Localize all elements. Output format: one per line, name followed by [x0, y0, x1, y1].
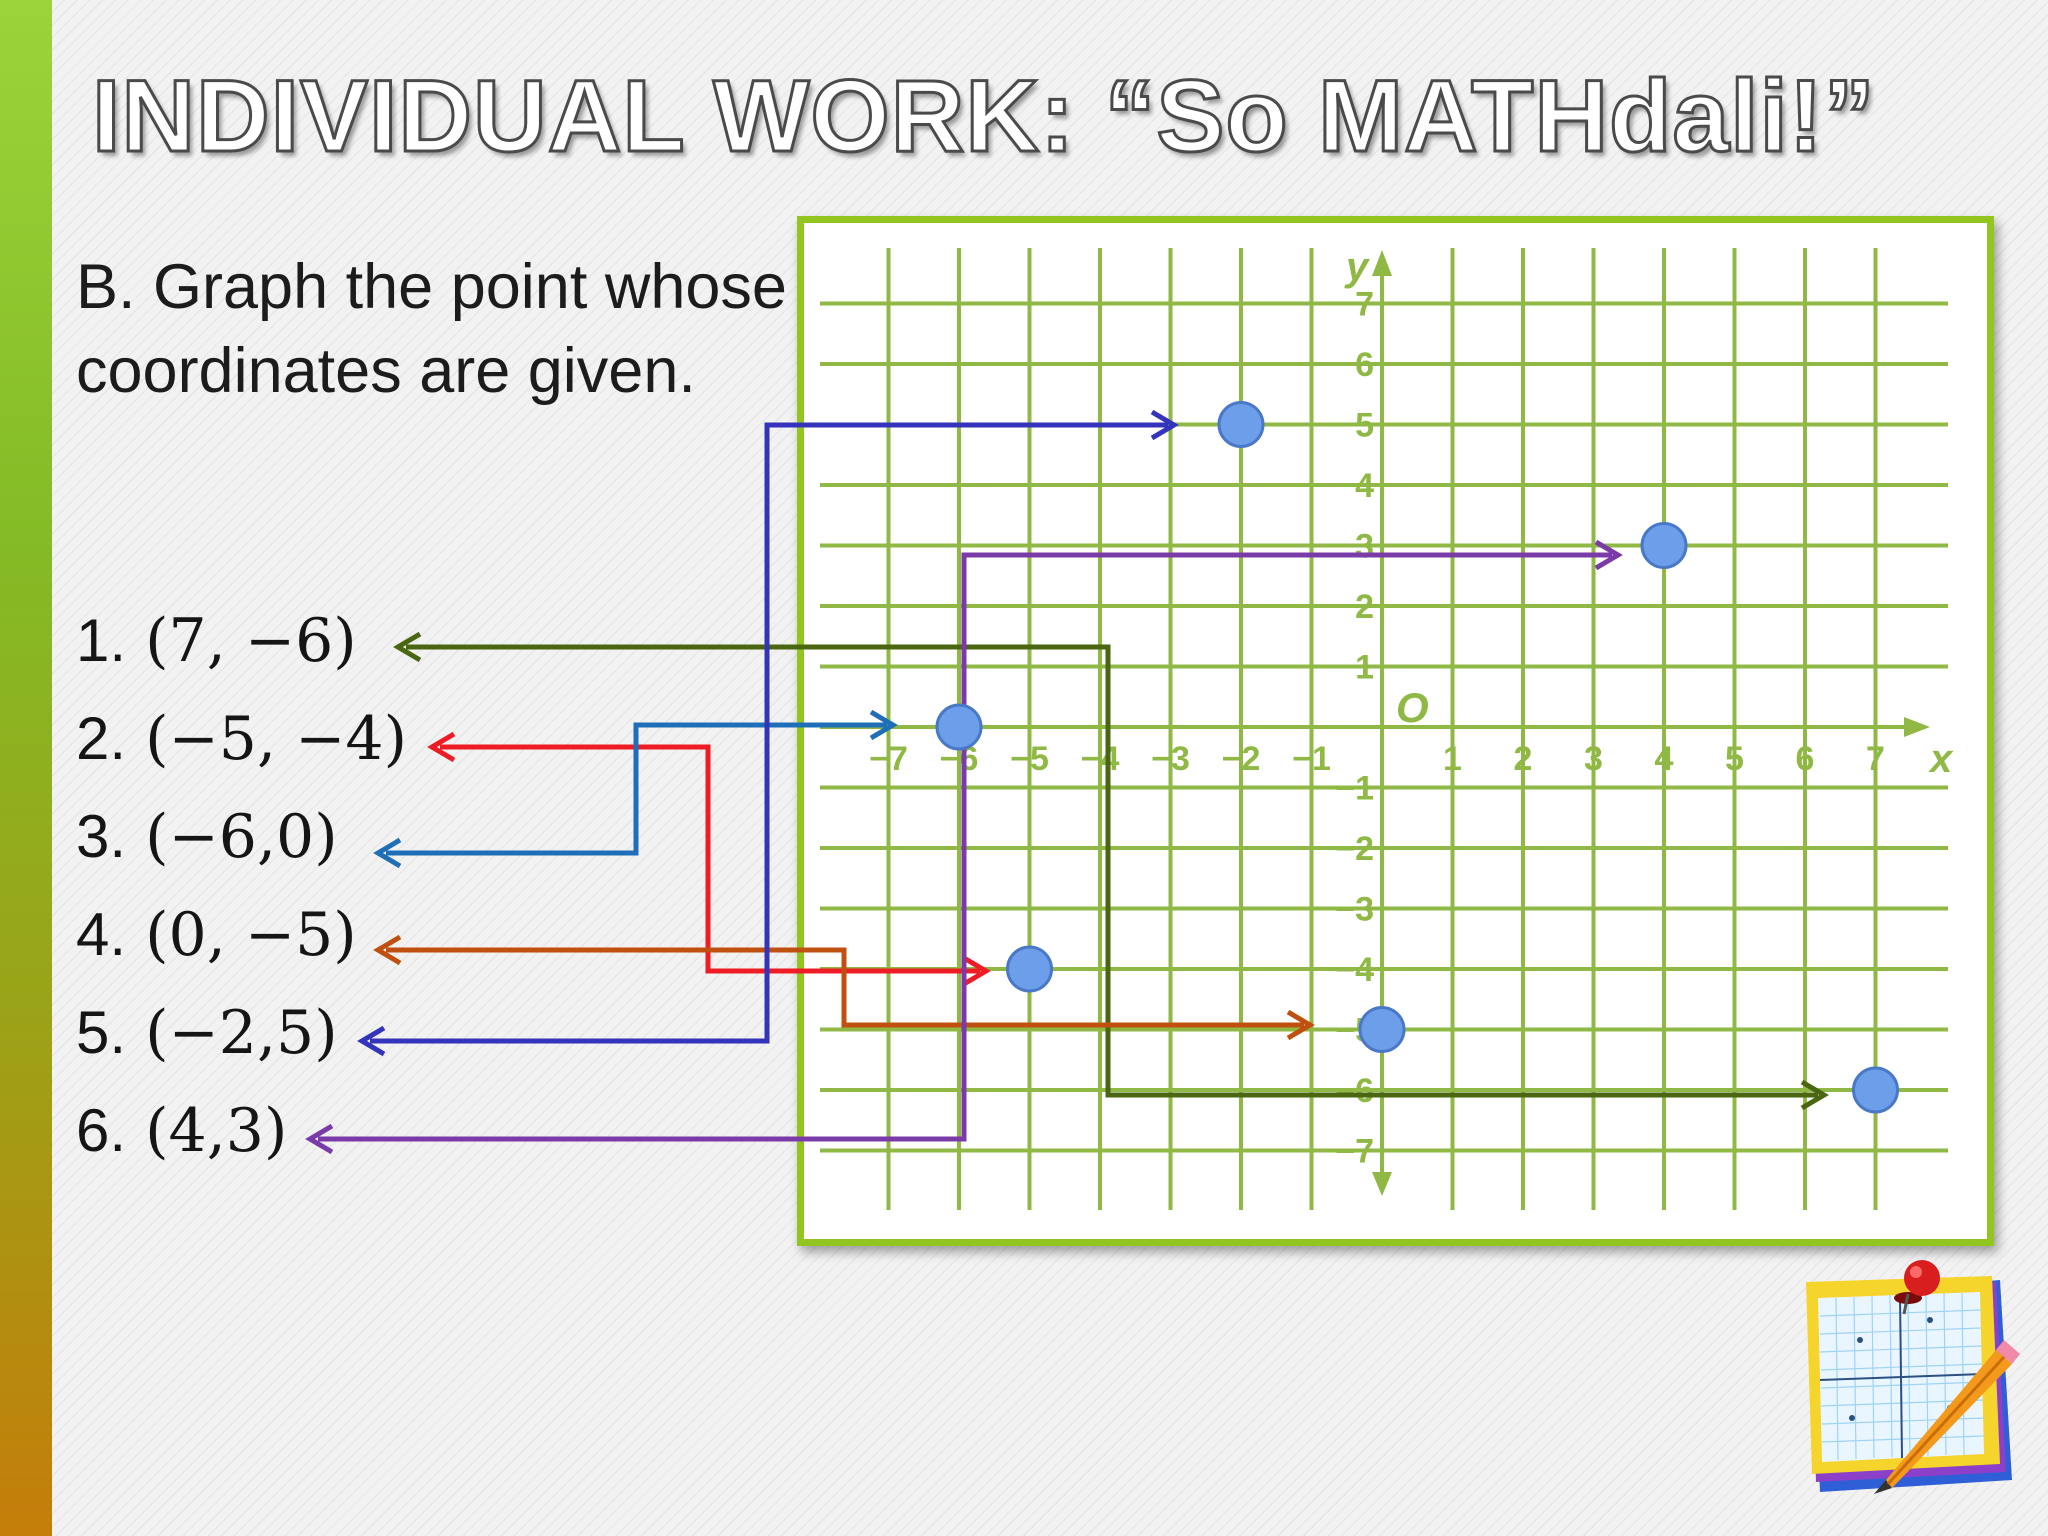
x-tick-label: 6: [1796, 740, 1815, 778]
y-tick-label: −7: [1335, 1133, 1374, 1171]
y-tick-label: −2: [1335, 830, 1374, 868]
y-tick-label: −4: [1335, 951, 1374, 989]
y-tick-label: −6: [1335, 1072, 1374, 1110]
connector-arrowhead: [305, 1123, 334, 1155]
x-tick-label: −1: [1292, 740, 1331, 778]
instruction-text: B. Graph the point whose coordinates are…: [76, 252, 787, 406]
connector-arrowhead: [962, 955, 991, 987]
x-tick-label: 3: [1584, 740, 1603, 778]
list-item: 2. (−5, −4): [76, 704, 407, 774]
x-tick-label: −5: [1010, 740, 1049, 778]
y-axis-arrowhead: [1372, 250, 1392, 276]
x-axis-label: x: [1928, 737, 1954, 781]
side-accent-bar: [0, 0, 52, 1536]
x-tick-label: 5: [1725, 740, 1744, 778]
plotted-point: [1852, 1066, 1899, 1114]
connector-arrow: [318, 552, 1612, 1142]
y-tick-label: 1: [1355, 649, 1374, 687]
x-tick-label: 7: [1866, 740, 1885, 778]
item-number: 6.: [76, 1097, 127, 1164]
y-tick-label: −1: [1335, 770, 1374, 808]
list-item: 6. (4,3): [76, 1096, 287, 1166]
y-axis-label: y: [1344, 245, 1370, 289]
connector-arrowhead: [1286, 1009, 1315, 1041]
connector-arrowhead: [373, 934, 402, 966]
connector-arrowhead: [357, 1025, 386, 1057]
connector-arrows: [305, 409, 1829, 1155]
plotted-point: [1358, 1006, 1406, 1053]
graph-paper-pencil-icon: [1806, 1260, 2020, 1494]
item-coordinates: (−5, −4): [145, 704, 407, 774]
plotted-point: [1217, 401, 1265, 448]
y-tick-label: 6: [1355, 346, 1374, 384]
plotted-points: [935, 401, 1899, 1114]
item-number: 4.: [76, 901, 127, 968]
item-number: 5.: [76, 999, 127, 1066]
x-tick-label: −7: [869, 740, 908, 778]
y-tick-label: 3: [1355, 528, 1374, 566]
item-coordinates: (4,3): [145, 1096, 288, 1166]
item-coordinates: (0, −5): [145, 900, 357, 970]
item-number: 2.: [76, 705, 127, 772]
connector-arrowhead: [1150, 409, 1179, 441]
axes: [820, 250, 1930, 1196]
list-item: 4. (0, −5): [76, 900, 357, 970]
coordinate-graph-frame: [797, 216, 1994, 1246]
connector-arrow: [386, 947, 1304, 1028]
x-tick-label: 1: [1443, 740, 1462, 778]
connector-arrowhead: [869, 709, 898, 741]
connector-arrowhead: [373, 837, 402, 869]
list-item: 3. (−6,0): [76, 802, 338, 872]
connector-arrowhead: [1800, 1079, 1829, 1111]
connector-arrow: [406, 644, 1818, 1098]
origin-label: O: [1396, 684, 1429, 731]
x-tick-label: 2: [1514, 740, 1533, 778]
item-coordinates: (−2,5): [145, 998, 338, 1068]
slide-title: INDIVIDUAL WORK: “So MATHdali!”: [91, 58, 1877, 175]
plotted-point: [1640, 522, 1688, 569]
plotted-point: [935, 703, 983, 751]
item-coordinates: (−6,0): [145, 802, 338, 872]
y-tick-label: −3: [1335, 891, 1374, 929]
y-axis-arrowhead: [1372, 1172, 1392, 1196]
y-tick-label: 5: [1355, 407, 1374, 445]
list-item: 1. (7, −6): [76, 606, 357, 676]
list-item: 5. (−2,5): [76, 998, 338, 1068]
connector-arrowhead: [1594, 539, 1623, 571]
y-tick-label: 4: [1355, 467, 1374, 505]
x-tick-label: 4: [1655, 740, 1674, 778]
x-axis-arrowhead: [1904, 717, 1930, 737]
connector-arrow: [440, 744, 980, 974]
item-number: 3.: [76, 803, 127, 870]
item-number: 1.: [76, 607, 127, 674]
y-tick-label: 2: [1355, 588, 1374, 626]
x-tick-label: −3: [1151, 740, 1190, 778]
connector-arrow: [370, 422, 1168, 1044]
plotted-point: [1006, 945, 1053, 993]
y-tick-label: 7: [1355, 286, 1374, 324]
x-tick-label: −4: [1081, 740, 1120, 778]
item-coordinates: (7, −6): [145, 606, 357, 676]
connector-arrowhead: [427, 731, 456, 763]
x-tick-label: −2: [1222, 740, 1261, 778]
connector-arrow: [386, 722, 887, 856]
connector-arrowhead: [393, 631, 422, 663]
